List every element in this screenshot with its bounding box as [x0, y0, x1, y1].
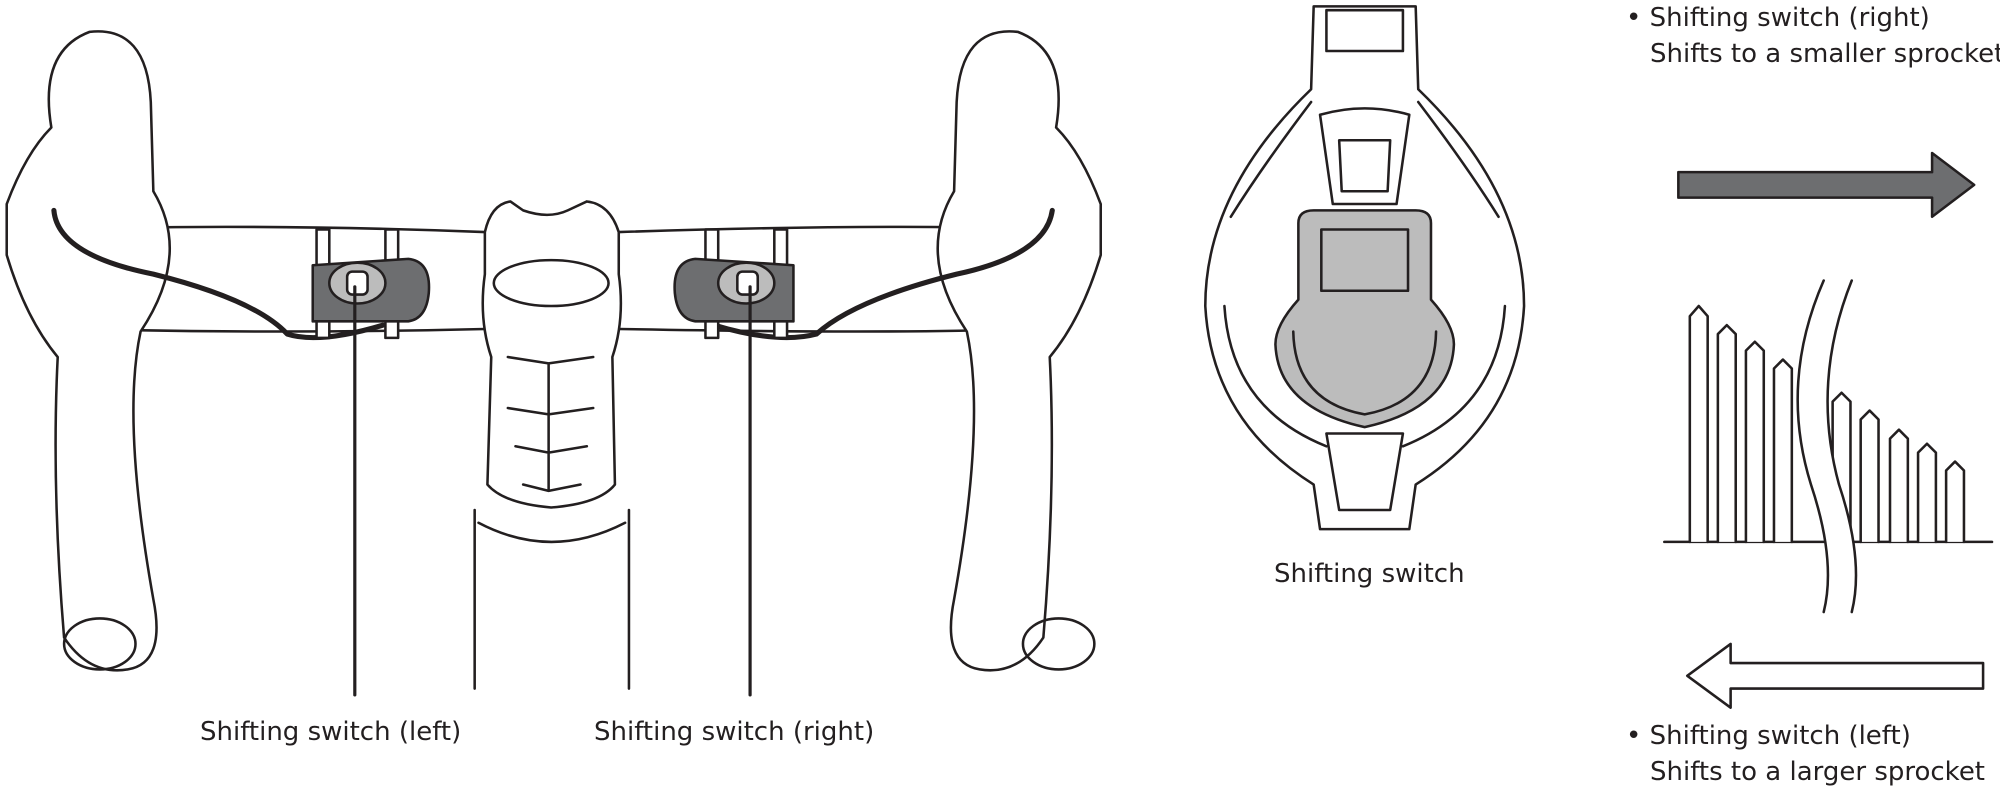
label-left-switch: Shifting switch (left) — [200, 717, 462, 747]
label-switch-detail: Shifting switch — [1274, 559, 1465, 589]
bullet: • — [1626, 3, 1642, 33]
arrow-right-icon — [1677, 151, 1976, 219]
left-switch-graphic — [311, 228, 431, 340]
legend-left-title-row: • Shifting switch (left) — [1626, 718, 1985, 754]
stem — [473, 200, 631, 690]
sprocket-cassette — [1663, 279, 1994, 614]
right-switch-graphic — [673, 228, 795, 340]
legend-right-desc: Shifts to a smaller sprocket — [1650, 39, 2000, 69]
arrow-left-icon — [1685, 642, 1985, 709]
legend-left-title: Shifting switch (left) — [1649, 721, 1911, 751]
legend-right: • Shifting switch (right) Shifts to a sm… — [1626, 0, 2000, 72]
shifter-detail — [1204, 5, 1526, 531]
legend-right-title-row: • Shifting switch (right) — [1626, 0, 2000, 36]
legend-right-title: Shifting switch (right) — [1649, 3, 1930, 33]
legend-left-desc: Shifts to a larger sprocket — [1650, 757, 1986, 787]
bullet: • — [1626, 721, 1642, 751]
label-right-switch: Shifting switch (right) — [594, 717, 875, 747]
legend-left: • Shifting switch (left) Shifts to a lar… — [1626, 718, 1985, 790]
handlebar — [5, 30, 1103, 672]
